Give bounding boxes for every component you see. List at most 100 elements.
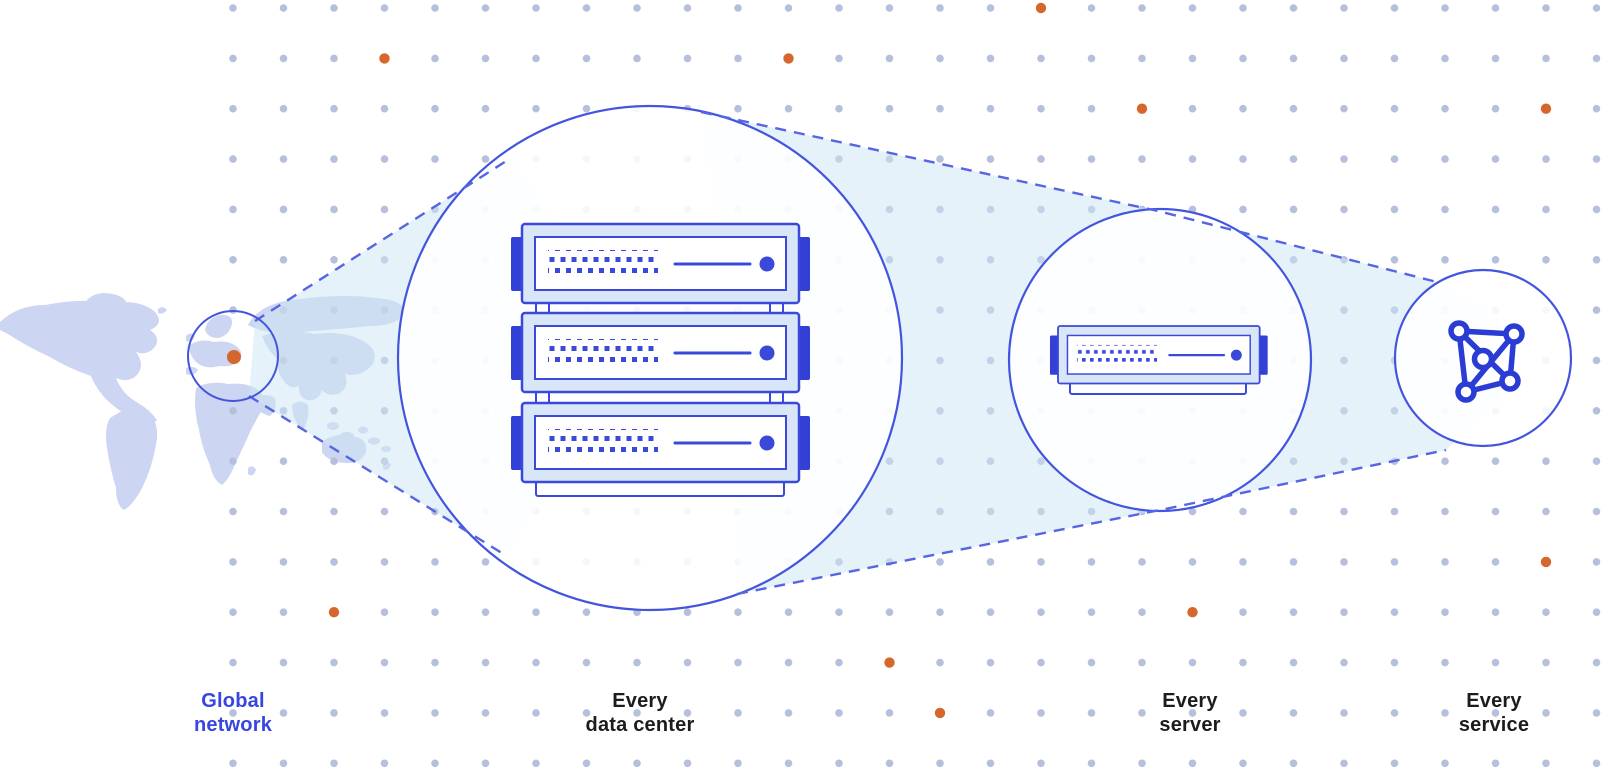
grid-dot [835,104,843,113]
grid-dot [229,54,237,63]
grid-dot [1340,759,1348,768]
grid-dot-orange [884,657,895,668]
grid-dot-orange [1136,103,1148,114]
grid-dot [1390,759,1399,768]
grid-dot [1542,457,1550,466]
grid-dot [380,709,389,717]
grid-dot [1188,54,1197,63]
grid-dot [229,205,237,214]
grid-dot [1542,709,1550,717]
grid-dot [1239,658,1247,667]
server-icon [1048,324,1269,395]
grid-dot [986,759,995,768]
grid-dot [1037,558,1045,566]
grid-dot [380,759,389,768]
network-mesh-icon [1448,320,1525,403]
grid-dot [380,558,389,566]
grid-dot [1340,4,1348,12]
grid-dot [1037,155,1045,163]
grid-dot [1592,507,1601,516]
grid-dot [1592,407,1601,415]
grid-dot [330,255,338,264]
grid-dot [734,759,742,768]
label-line: server [1159,714,1221,736]
grid-dot [835,759,843,768]
grid-dot [683,54,692,63]
grid-dot [1138,658,1146,667]
grid-dot [330,205,338,214]
grid-dot [1542,4,1550,12]
grid-dot [1441,759,1449,768]
grid-dot [1289,54,1298,63]
grid-dot [1037,658,1045,667]
grid-dot [1239,507,1247,516]
label-every-data-center: Every data center [586,689,695,737]
grid-dot [986,155,995,163]
grid-dot [835,658,843,667]
grid-dot [683,709,692,717]
grid-dot [1289,4,1298,12]
grid-dot [1390,558,1399,566]
grid-dot [229,4,237,12]
label-global-network: Global network [194,689,272,737]
grid-dot [1188,558,1197,566]
grid-dot [1087,658,1096,667]
label-line: data center [585,714,695,736]
grid-dot [885,104,894,113]
grid-dot [936,54,944,63]
grid-dot [1239,558,1247,566]
grid-dot [431,759,439,768]
grid-dot [734,658,742,667]
grid-dot [683,658,692,667]
grid-dot [431,4,439,12]
grid-dot [1340,155,1348,163]
grid-dot [1390,104,1399,113]
grid-dot [1087,4,1096,12]
grid-dot [633,54,641,63]
grid-dot [1542,759,1550,768]
grid-dot-orange [1035,2,1047,14]
grid-dot [1138,54,1146,63]
grid-dot [1390,4,1399,12]
grid-dot [986,709,995,717]
grid-dot [1188,658,1197,667]
grid-dot [1138,759,1146,768]
grid-dot [279,54,288,63]
grid-dot [229,608,237,616]
grid-dot [1138,558,1146,566]
label-line: service [1458,714,1530,736]
grid-dot [1188,4,1197,12]
grid-dot [1592,54,1601,63]
grid-dot [1037,608,1045,616]
grid-dot [1390,608,1399,616]
label-line: Every [1466,690,1522,712]
grid-dot [986,104,995,113]
grid-dot [1289,759,1298,768]
grid-dot [279,507,288,516]
grid-dot [582,709,591,717]
grid-dot [986,558,995,566]
grid-dot [784,709,793,717]
grid-dot [1289,104,1298,113]
grid-dot [1087,709,1096,717]
grid-dot [1340,205,1348,214]
grid-dot [936,155,944,163]
grid-dot [330,507,338,516]
grid-dot [1441,4,1449,12]
grid-dot [835,54,843,63]
grid-dot [279,709,288,717]
grid-dot [1340,658,1348,667]
grid-dot [380,507,389,516]
grid-dot [1037,709,1045,717]
grid-dot [1592,558,1601,566]
grid-dot [279,558,288,566]
grid-dot [1592,356,1601,365]
grid-dot [279,155,288,163]
grid-dot [1390,205,1399,214]
server-unit-1 [509,222,812,305]
grid-dot [330,54,338,63]
grid-dot [683,759,692,768]
grid-dot [229,407,237,415]
grid-dot [1441,54,1449,63]
